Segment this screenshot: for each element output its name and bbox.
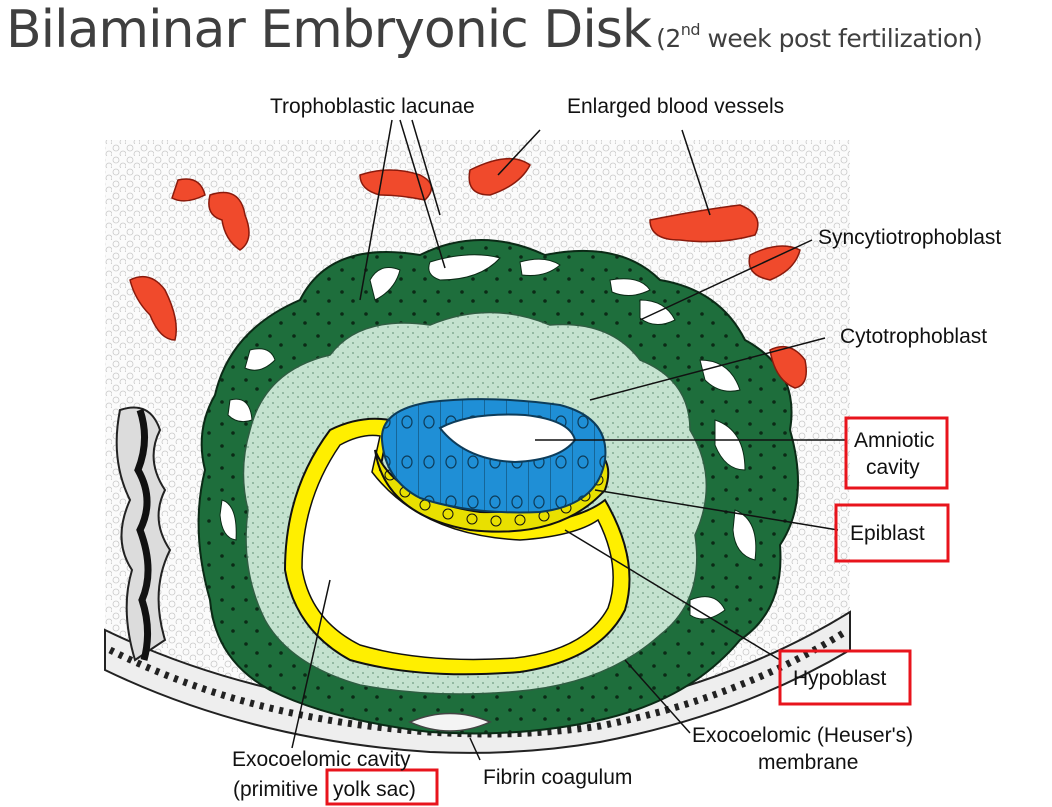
highlight-box-yolk-sac [325, 768, 439, 806]
slide-title: Bilaminar Embryonic Disk (2nd week post … [6, 0, 983, 60]
subtitle-superscript: nd [680, 20, 701, 39]
label-yolk-sac: yolk sac) [333, 778, 416, 801]
highlight-boxes [325, 416, 950, 806]
label-trophoblastic-lacunae: Trophoblastic lacunae [270, 95, 475, 118]
highlight-box-epiblast [834, 503, 950, 563]
label-hypoblast: Hypoblast [793, 667, 887, 690]
enlarged-blood-vessels [129, 157, 807, 389]
label-cytotrophoblast: Cytotrophoblast [840, 325, 987, 348]
subtitle-rest: week post fertilization) [700, 24, 983, 53]
fibrin-coagulum [408, 712, 492, 732]
label-exocoelomic-membrane-line1: Exocoelomic (Heuser's) [692, 724, 913, 747]
label-exocoelomic-membrane-line2: membrane [758, 751, 858, 774]
label-exocoelomic-cavity-line1: Exocoelomic cavity [232, 748, 411, 771]
label-amniotic-line1: Amniotic [854, 429, 935, 452]
title-main: Bilaminar Embryonic Disk [6, 0, 652, 60]
title-subtitle: (2nd week post fertilization) [656, 20, 983, 53]
label-primitive: (primitive [233, 778, 324, 801]
highlight-box-hypoblast [778, 649, 912, 706]
label-epiblast: Epiblast [850, 522, 925, 545]
label-exocoelomic-cavity-line2: (primitive yolk sac) [233, 778, 416, 801]
subtitle-open: (2 [656, 24, 681, 53]
endometrial-gland [115, 406, 172, 662]
label-amniotic-line2: cavity [866, 456, 920, 479]
label-fibrin-coagulum: Fibrin coagulum [483, 766, 632, 789]
leader-lines [291, 119, 845, 761]
trophoblastic-lacunae [219, 254, 757, 620]
label-enlarged-blood-vessels: Enlarged blood vessels [567, 95, 784, 118]
highlight-box-amniotic [844, 416, 949, 490]
label-syncytiotrophoblast: Syncytiotrophoblast [818, 226, 1001, 249]
